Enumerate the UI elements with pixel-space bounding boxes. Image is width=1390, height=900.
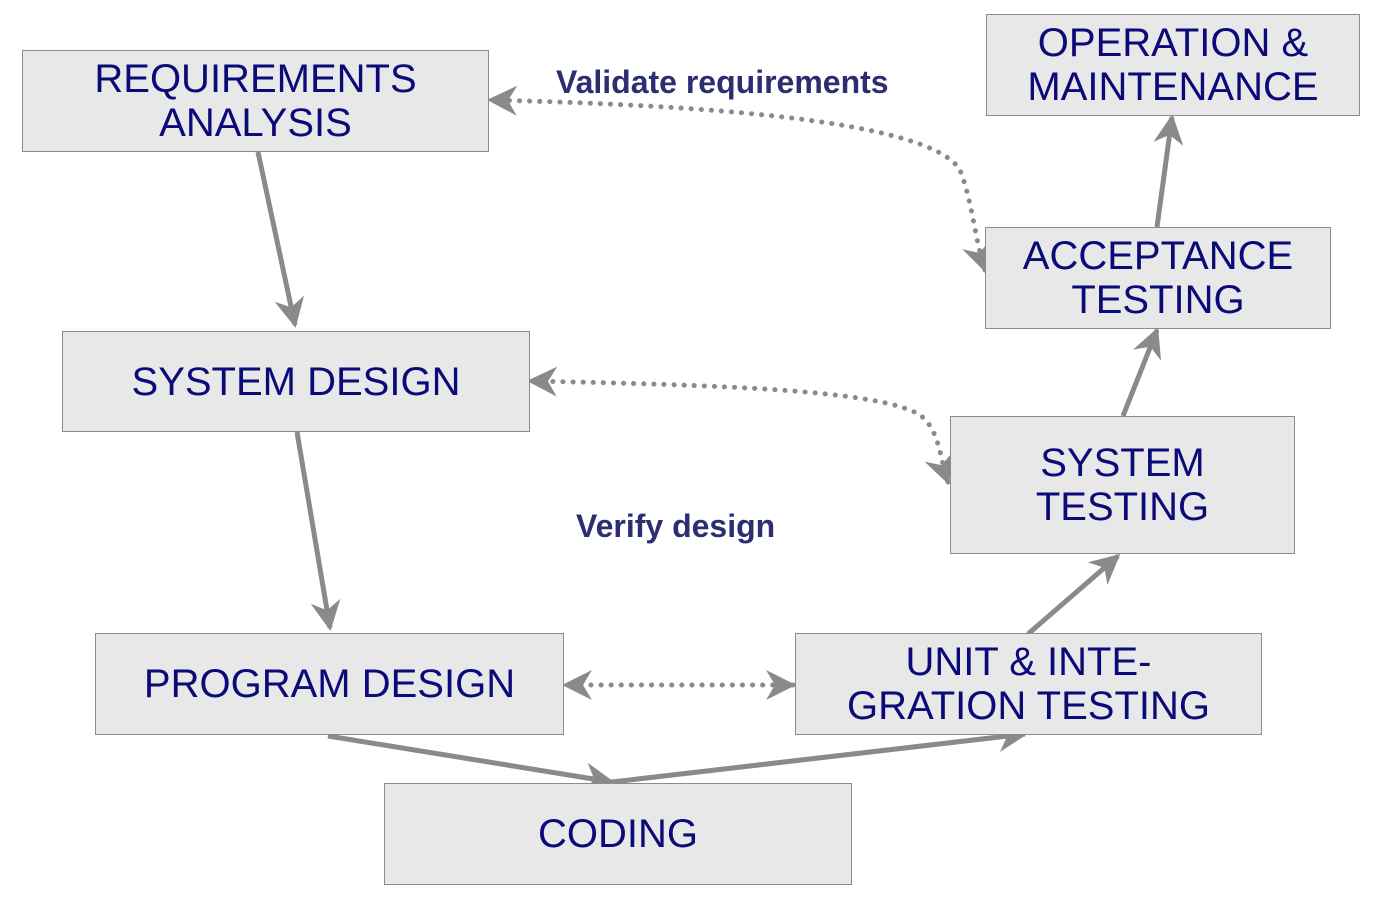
phase-label: SYSTEM DESIGN [131, 359, 461, 404]
phase-operation-maintenance: OPERATION & MAINTENANCE [986, 14, 1360, 116]
phase-label: OPERATION & MAINTENANCE [1027, 21, 1319, 109]
phase-requirements-analysis: REQUIREMENTS ANALYSIS [22, 50, 489, 152]
phase-label: ACCEPTANCE TESTING [1022, 234, 1294, 322]
phase-unit-integration-testing: UNIT & INTE- GRATION TESTING [795, 633, 1262, 735]
flow-arrow-acceptance-to-operation [1153, 114, 1184, 228]
phase-label: SYSTEM TESTING [1035, 441, 1210, 529]
flow-arrow-requirements-to-system-design [255, 151, 305, 328]
phase-label: CODING [538, 812, 698, 856]
phase-label: UNIT & INTE- GRATION TESTING [847, 640, 1210, 728]
phase-label: REQUIREMENTS ANALYSIS [94, 57, 417, 145]
validate-requirements-note: Validate requirements [556, 64, 889, 100]
phase-program-design: PROGRAM DESIGN [95, 633, 564, 735]
phase-label: PROGRAM DESIGN [143, 662, 516, 706]
phase-coding: CODING [384, 783, 852, 885]
verify-design-link [527, 366, 953, 485]
flow-arrow-program-design-to-coding [327, 733, 615, 793]
validate-requirements-link [487, 85, 991, 273]
flow-arrow-system-design-to-program-design [294, 431, 341, 631]
phase-system-design: SYSTEM DESIGN [62, 331, 530, 432]
flow-arrow-system-testing-to-acceptance [1120, 327, 1162, 417]
phase-system-testing: SYSTEM TESTING [950, 416, 1295, 554]
flow-arrow-unit-integration-to-system-testing [1026, 554, 1121, 636]
verify-design-note: Verify design [576, 508, 776, 544]
flow-arrow-coding-to-unit-integration [611, 722, 1028, 785]
phase-acceptance-testing: ACCEPTANCE TESTING [985, 227, 1331, 329]
